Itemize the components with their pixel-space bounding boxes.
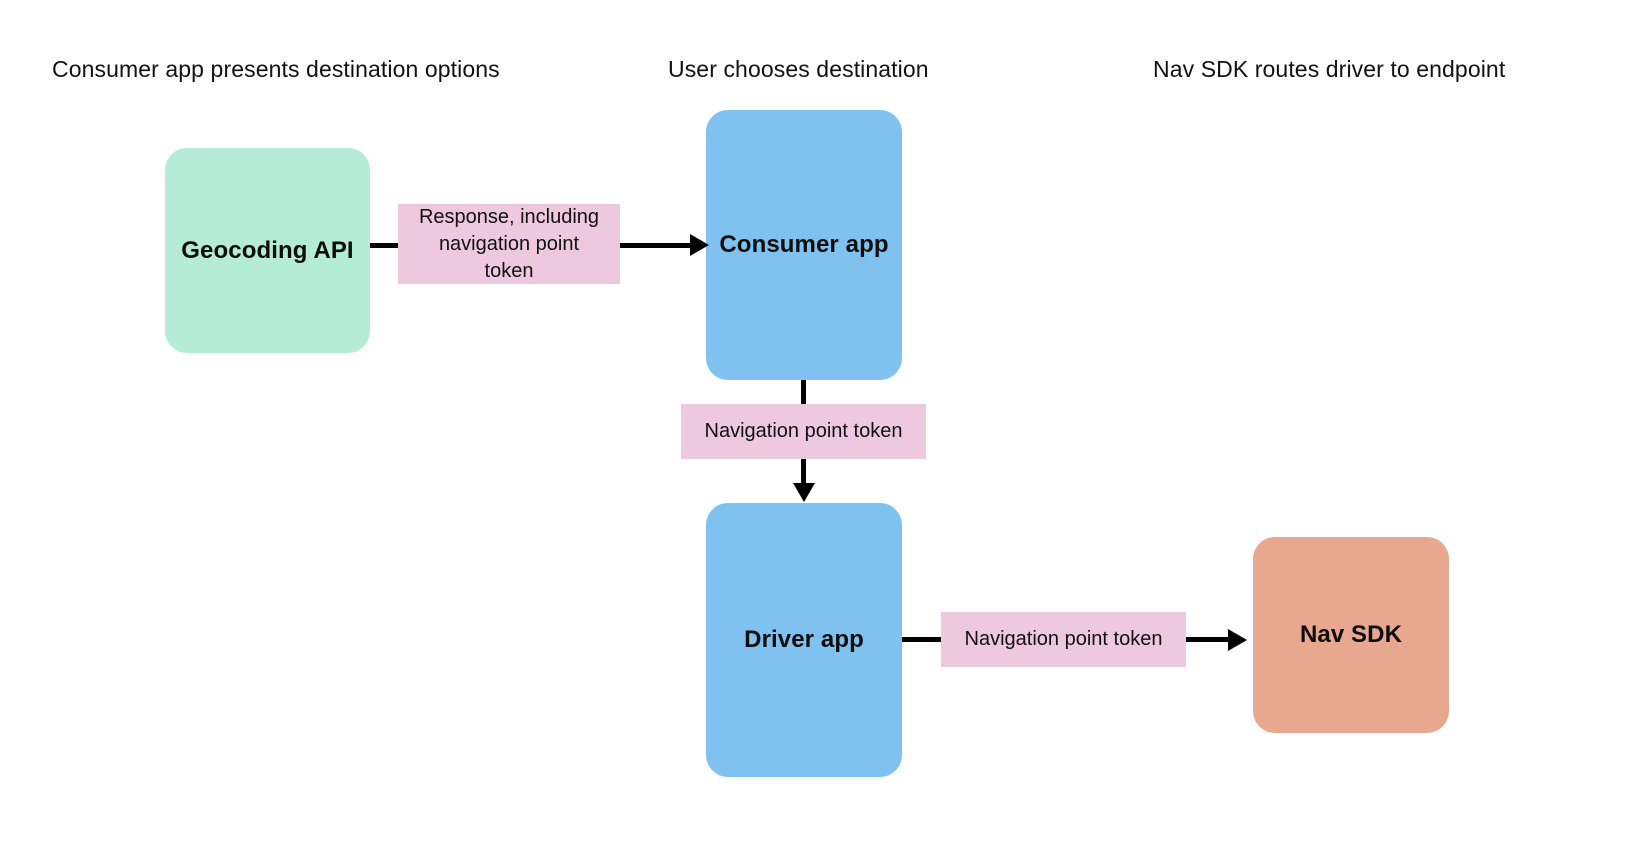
node-consumer-app[interactable]: Consumer app: [706, 110, 902, 380]
edge-label-text-response: Response, including navigation point tok…: [418, 205, 600, 282]
column-header-consumer-app: Consumer app presents destination option…: [52, 56, 500, 82]
edge-label-navigation-point-token-consumer-driver: Navigation point token: [681, 404, 926, 459]
edge-label-response-navigation-point-token: Response, including navigation point tok…: [398, 204, 620, 284]
arrowhead-right-icon-navsdk: [1228, 629, 1247, 651]
arrowhead-right-icon-consumer: [690, 234, 709, 256]
edge-label-navigation-point-token-driver-navsdk: Navigation point token: [941, 612, 1186, 667]
node-geocoding-api[interactable]: Geocoding API: [165, 148, 370, 353]
column-header-user-chooses: User chooses destination: [668, 56, 929, 82]
node-label-driver-app: Driver app: [744, 626, 864, 653]
node-label-consumer-app: Consumer app: [719, 231, 889, 258]
column-header-nav-sdk: Nav SDK routes driver to endpoint: [1153, 56, 1506, 82]
node-label-nav-sdk: Nav SDK: [1299, 621, 1403, 648]
node-driver-app[interactable]: Driver app: [706, 503, 902, 777]
node-nav-sdk[interactable]: Nav SDK: [1253, 537, 1449, 733]
edge-label-text-driver-navsdk: Navigation point token: [964, 628, 1163, 650]
arrowhead-down-icon-driver: [793, 483, 815, 502]
node-label-geocoding-api: Geocoding API: [181, 236, 354, 264]
edge-label-text-consumer-driver: Navigation point token: [704, 420, 903, 442]
